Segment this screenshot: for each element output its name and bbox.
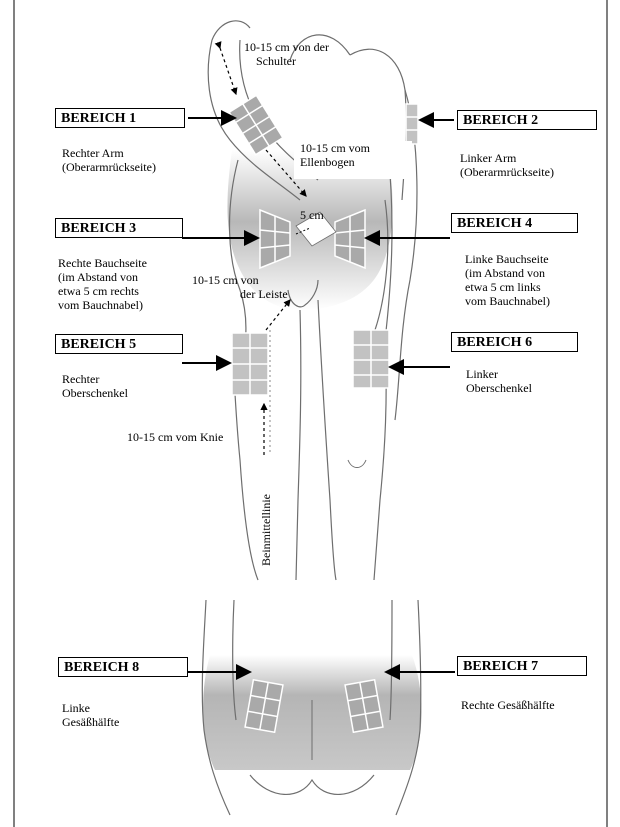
groin-distance-note: 10-15 cm von der Leiste (192, 273, 288, 301)
region-description-3: Rechte Bauchseite (im Abstand von etwa 5… (58, 256, 147, 312)
grid-area-2 (406, 104, 418, 144)
region-label-4: BEREICH 4 (451, 213, 578, 233)
grid-area-5 (232, 333, 268, 395)
shoulder-distance-note: 10-15 cm von der Schulter (244, 40, 329, 68)
shoulder-distance-arrow (220, 48, 236, 94)
knee-distance-note: 10-15 cm vom Knie (127, 430, 223, 444)
leg-midline-label: Beinmittellinie (259, 494, 273, 566)
region-description-8: Linke Gesäßhälfte (62, 701, 119, 729)
navel-distance-note: 5 cm (300, 208, 324, 222)
region-description-7: Rechte Gesäßhälfte (461, 698, 555, 712)
region-description-6: Linker Oberschenkel (466, 367, 532, 395)
region-description-4: Linke Bauchseite (im Abstand von etwa 5 … (465, 252, 550, 308)
grid-area-1 (229, 95, 283, 154)
back-body-figure (202, 600, 421, 815)
region-description-5: Rechter Oberschenkel (62, 372, 128, 400)
region-label-8: BEREICH 8 (58, 657, 188, 677)
region-label-7: BEREICH 7 (457, 656, 587, 676)
grid-area-6 (353, 330, 389, 388)
region-label-6: BEREICH 6 (451, 332, 578, 352)
region-label-2: BEREICH 2 (457, 110, 597, 130)
region-label-1: BEREICH 1 (55, 108, 185, 128)
region-label-3: BEREICH 3 (55, 218, 183, 238)
region-description-2: Linker Arm (Oberarmrückseite) (460, 151, 554, 179)
region-label-5: BEREICH 5 (55, 334, 183, 354)
elbow-distance-note: 10-15 cm vom Ellenbogen (294, 141, 412, 179)
region-description-1: Rechter Arm (Oberarmrückseite) (62, 146, 156, 174)
